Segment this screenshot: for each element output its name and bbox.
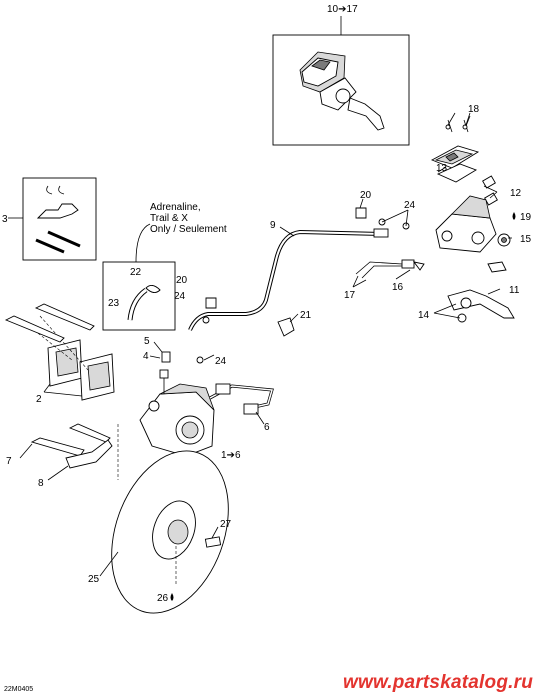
fluid-drop-icon [170, 593, 174, 601]
callout-5: 5 [144, 336, 150, 347]
watermark: www.partskatalog.ru [343, 672, 533, 693]
callout-16: 16 [392, 282, 404, 293]
rigid-brake-line [209, 383, 274, 415]
note-line-3: Only / Seulement [150, 224, 227, 235]
callout-26: 26 [157, 593, 169, 604]
callout-13: 13 [436, 163, 448, 174]
callout-14: 14 [418, 310, 430, 321]
callout-6: 6 [264, 422, 270, 433]
leader-lines [8, 115, 512, 577]
switch-wires [355, 259, 425, 279]
note-line-1: Adrenaline, [150, 202, 201, 213]
callout-22: 22 [130, 267, 142, 278]
callout-27: 27 [220, 519, 232, 530]
caliper [139, 351, 215, 457]
callout-20-mid: 20 [176, 275, 188, 286]
callout-18: 18 [468, 104, 480, 115]
adrenaline-only-box [102, 223, 176, 331]
callout-4: 4 [143, 351, 149, 362]
reservoir-group [430, 112, 515, 323]
note-line-2: Trail & X [150, 213, 188, 224]
callout-2: 2 [36, 394, 42, 405]
callout-25: 25 [88, 574, 100, 585]
callout-12: 12 [510, 188, 522, 199]
callout-20-top: 20 [360, 190, 372, 201]
pad-pins [4, 303, 95, 343]
callout-3: 3 [2, 214, 8, 225]
brake-pads [33, 315, 115, 401]
brake-disc [111, 450, 229, 614]
master-cylinder-assembly-box [272, 16, 410, 146]
pad-hardware-box [22, 177, 97, 261]
model-note: Adrenaline, Trail & X Only / Seulement [150, 202, 227, 235]
callout-19: 19 [520, 212, 532, 223]
callout-23: 23 [108, 298, 120, 309]
callout-11: 11 [509, 285, 520, 296]
callout-8: 8 [38, 478, 44, 489]
callout-17: 17 [344, 290, 356, 301]
callout-21: 21 [300, 310, 312, 321]
callout-9: 9 [270, 220, 276, 231]
callout-labels: 10➔17 18 13 12 20 24 19 15 9 3 22 20 24 … [2, 4, 532, 604]
fluid-drop-icon [512, 212, 516, 220]
callout-24-mid: 24 [174, 291, 186, 302]
callout-24-low: 24 [215, 356, 227, 367]
callout-15: 15 [520, 234, 532, 245]
caliper-bracket [30, 423, 119, 480]
callout-1-6: 1➔6 [221, 450, 241, 461]
callout-24-top: 24 [404, 200, 416, 211]
callout-10-17: 10➔17 [327, 4, 358, 15]
brake-hose [188, 207, 410, 364]
figure-id: 22M0405 [4, 686, 34, 693]
callout-7: 7 [6, 456, 12, 467]
